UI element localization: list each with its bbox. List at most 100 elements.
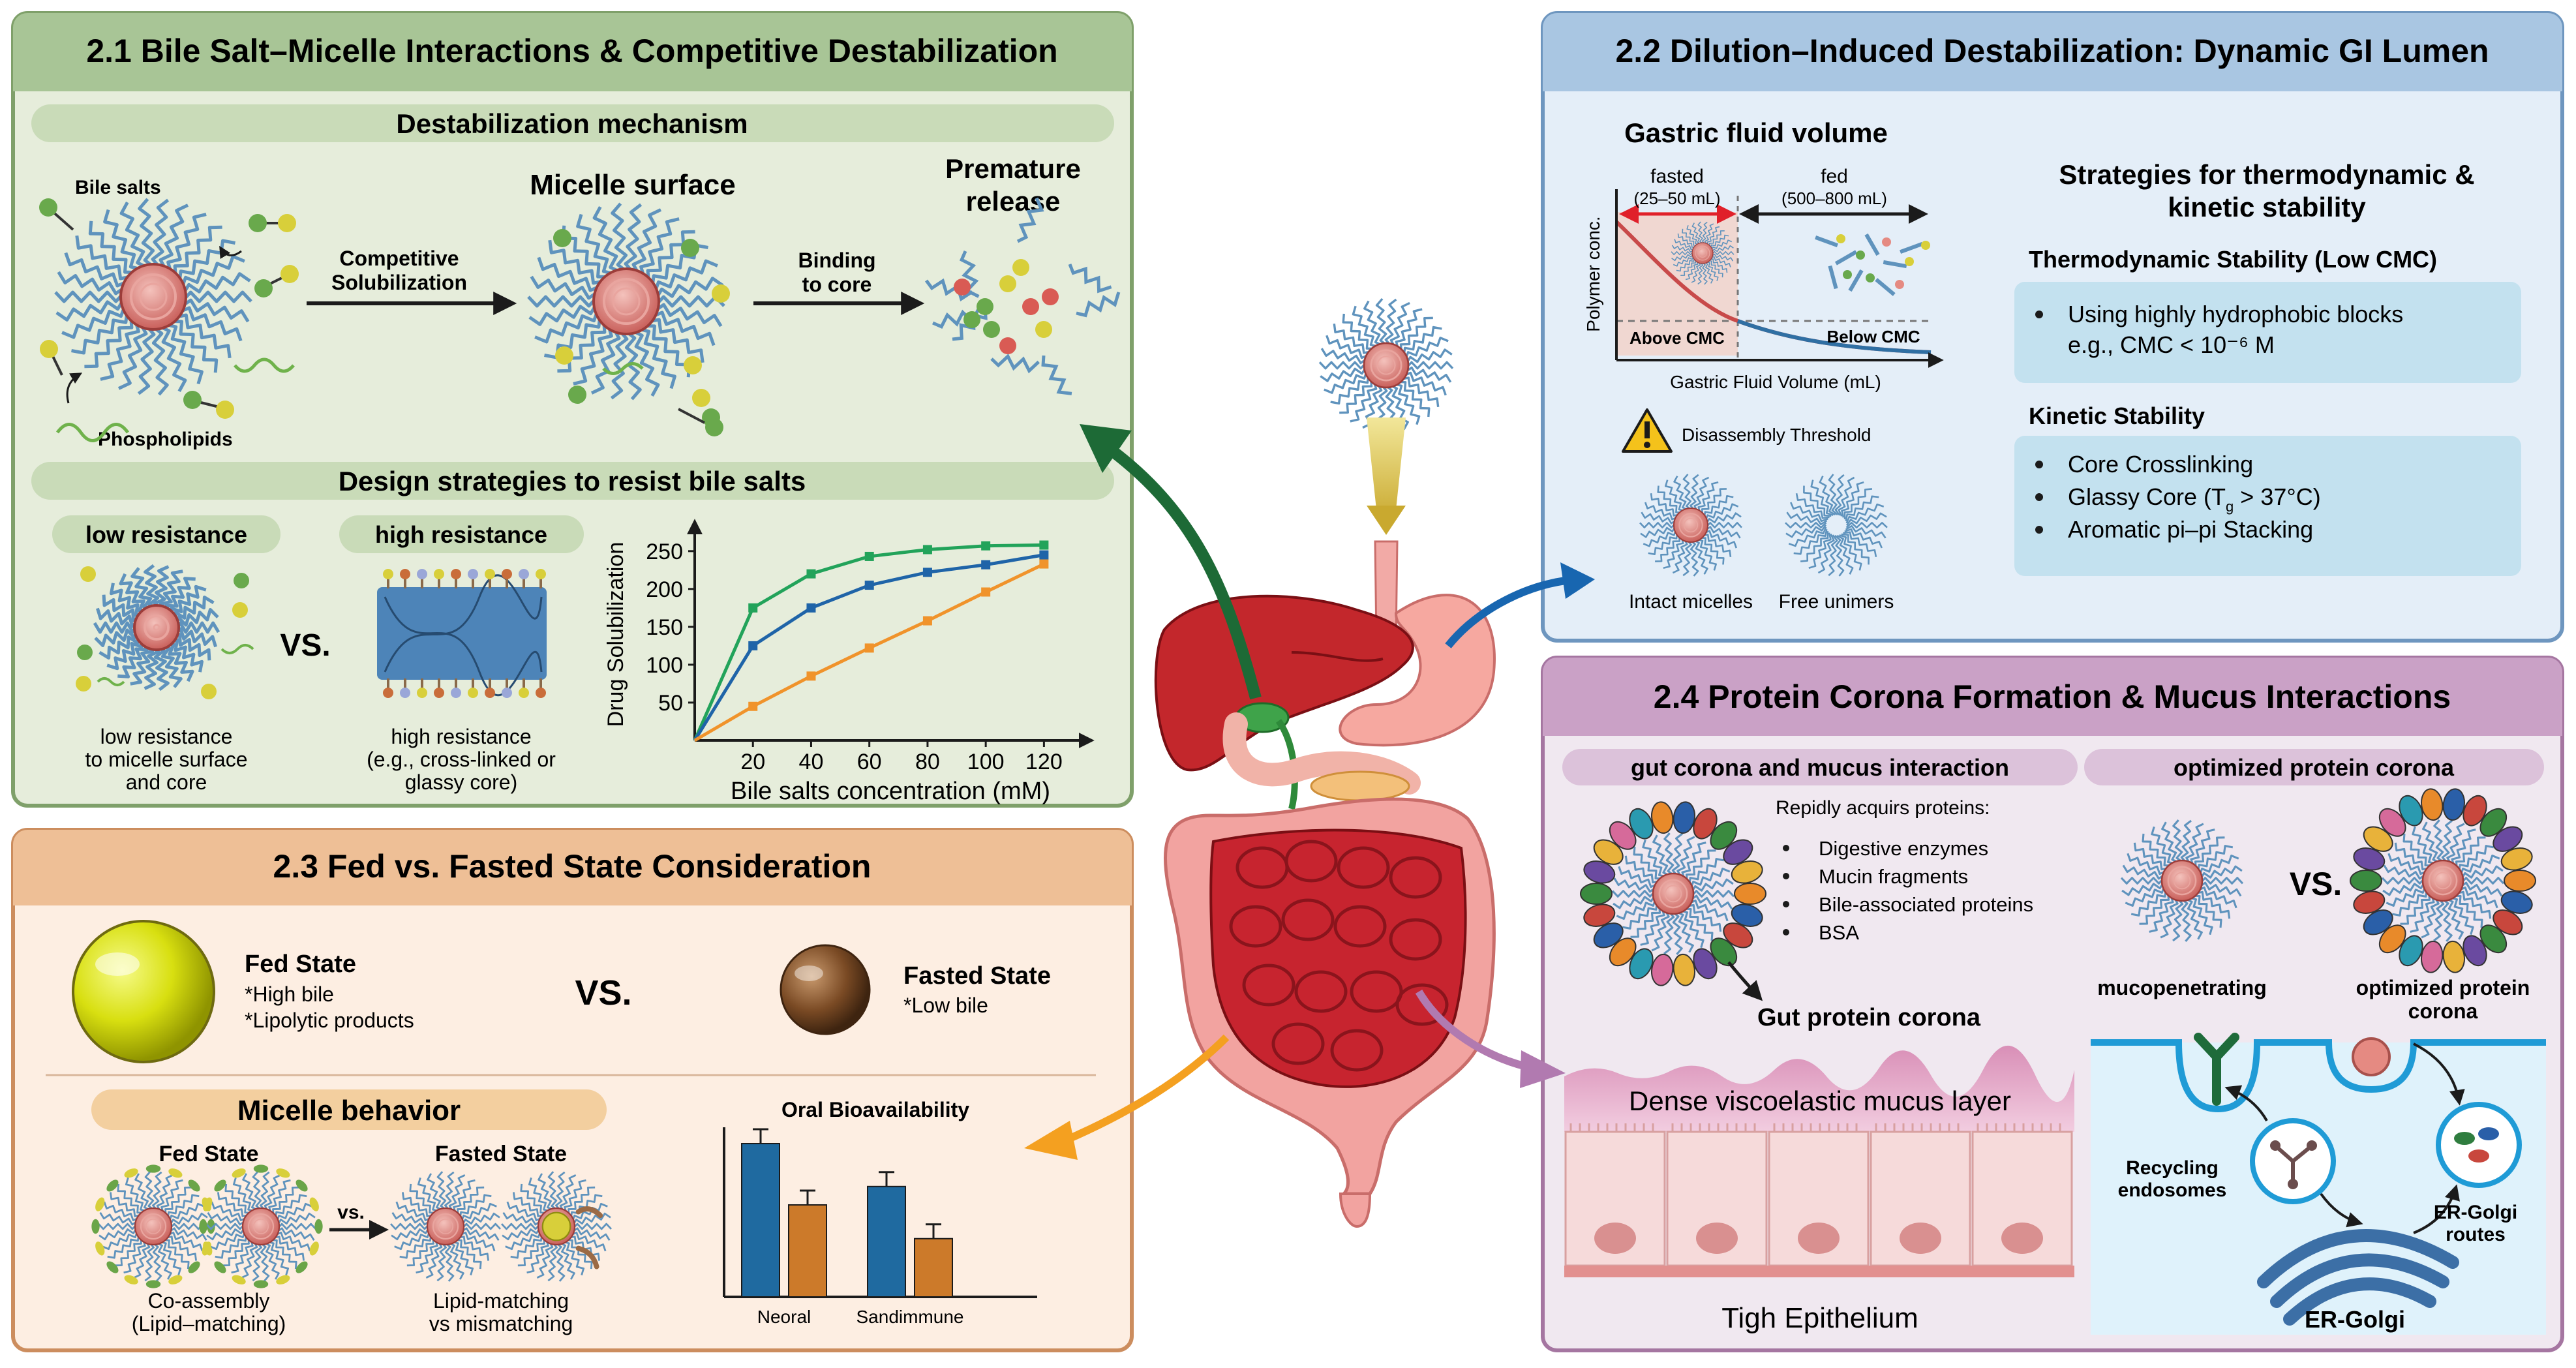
co-caption-2: (Lipid–matching) (132, 1312, 286, 1335)
mucus-label: Dense viscoelastic mucus layer (1629, 1086, 2011, 1116)
panel-4-title: 2.4 Protein Corona Formation & Mucus Int… (1654, 678, 2451, 715)
endosome-cargo-icon (2270, 1140, 2317, 1189)
series-point (864, 581, 874, 590)
light-beam (1367, 418, 1406, 522)
series-point (922, 568, 932, 577)
fed-unimers-small (1815, 233, 1930, 296)
protein-item-3: Bile-associated proteins (1819, 893, 2033, 916)
kinetic-item-1: Core Crosslinking (2068, 451, 2253, 478)
premature-label-1: Premature (945, 153, 1081, 184)
series-point (1039, 550, 1049, 560)
center-anatomy (1024, 297, 1595, 1228)
fed-state-subtitle: Fed State (159, 1142, 258, 1166)
bio-bar (914, 1238, 953, 1298)
free-unimers-star (1785, 474, 1888, 577)
x-tick-label: 120 (1025, 750, 1063, 774)
panel-3-header (13, 830, 1132, 905)
uptake-arrow (2413, 1042, 2465, 1106)
above-cmc-label: Above CMC (1629, 328, 1725, 348)
basement-membrane (1564, 1266, 2074, 1277)
receptor-icon (2194, 1033, 2239, 1106)
fed-item-2: *Lipolytic products (245, 1009, 414, 1032)
mucopenetrating-micelle (2120, 819, 2244, 942)
low-caption-1: low resistance (100, 725, 233, 748)
lm-caption-1: Lipid-matching (433, 1289, 569, 1313)
gut-corona-label: Gut protein corona (1757, 1004, 1981, 1031)
chart-y-label: Drug Solubilization (603, 542, 628, 727)
series-point (806, 603, 816, 613)
design-header: Design strategies to resist bile salts (339, 466, 806, 496)
er-routes-label-1: ER-Golgi (2434, 1202, 2517, 1223)
y-tick-label: 200 (646, 577, 683, 602)
kinetic-item-2: Glassy Core (Tg > 37°C) (2068, 483, 2321, 515)
golgi-route-arrow (2413, 1184, 2460, 1234)
thermo-item-1: Using highly hydrophobic blocks (2068, 301, 2403, 327)
crosslinked-membrane-illustration (377, 569, 547, 698)
gut-corona-proteins (1580, 801, 1766, 986)
series-point (748, 641, 758, 650)
recycling-label-2: endosomes (2118, 1179, 2227, 1201)
panel-3-title: 2.3 Fed vs. Fasted State Consideration (273, 848, 871, 885)
bio-category-label: Sandimmune (856, 1307, 964, 1327)
colon-arrow-head (1024, 1121, 1078, 1160)
intact-micelle (1639, 474, 1742, 577)
free-label: Free unimers (1779, 591, 1894, 613)
premature-label-2: release (966, 186, 1061, 217)
lm-caption-2: vs mismatching (429, 1312, 573, 1335)
y-tick-label: 150 (646, 615, 683, 640)
bio-bar (788, 1204, 827, 1298)
gastric-volume-chart (1614, 189, 1944, 368)
fasted-micelle-matching (389, 1171, 502, 1282)
series-point (981, 560, 991, 570)
optimized-corona-proteins (2350, 788, 2536, 973)
high-caption-1: high resistance (391, 725, 531, 748)
stomach-arrow-head (1560, 562, 1595, 599)
surface-bound-bile-salts (553, 229, 730, 436)
intestine-to-panel4-arrow (1415, 989, 1528, 1071)
low-caption-2: to micelle surface (85, 748, 248, 771)
duodenum (1222, 712, 1421, 795)
high-resistance-pill (339, 515, 584, 553)
fasted-label: fasted (1650, 166, 1704, 187)
phospholipids-label: Phospholipids (98, 429, 233, 450)
to-golgi-arrow (2320, 1193, 2363, 1228)
protein-item-4: BSA (1819, 921, 1859, 944)
epithelium-label: Tigh Epithelium (1721, 1302, 1918, 1334)
gastric-x-label: Gastric Fluid Volume (mL) (1670, 372, 1881, 392)
corona-pointer-arrow (1727, 961, 1763, 1001)
fed-label: fed (1821, 166, 1848, 187)
series-point (981, 541, 991, 551)
panel-1-title: 2.1 Bile Salt–Micelle Interactions & Com… (86, 33, 1057, 69)
thermo-bullet (2035, 311, 2043, 318)
mucopen-label: mucopenetrating (2097, 976, 2267, 999)
panel-protein-corona: 2.4 Protein Corona Formation & Mucus Int… (1541, 656, 2564, 1352)
above-cmc-region (1616, 212, 1738, 356)
bile-salts-label: Bile salts (75, 177, 161, 198)
liver-arrow-head (1080, 424, 1132, 473)
recycling-arrow (2224, 1085, 2268, 1121)
rectum (1339, 1193, 1372, 1228)
x-tick-label: 40 (799, 750, 824, 774)
bio-bar (741, 1143, 780, 1298)
optimized-label-2: corona (2408, 999, 2478, 1023)
right-header: optimized protein corona (2174, 754, 2455, 781)
thermo-box (2014, 282, 2521, 383)
series-point (922, 616, 932, 626)
acquires-label: Repidly acquirs proteins: (1776, 797, 1990, 819)
pancreas (1310, 770, 1410, 802)
competitive-label-1: Competitive (339, 247, 459, 270)
left-header: gut corona and mucus interaction (1631, 754, 2009, 781)
design-header-bar (31, 462, 1114, 500)
panel-dilution: 2.2 Dilution–Induced Destabilization: Dy… (1541, 11, 2564, 643)
micelle-with-bile-salts (54, 198, 252, 396)
fasted-state-ball (780, 944, 871, 1035)
kinetic-box (2014, 436, 2521, 576)
y-tick-label: 50 (658, 691, 683, 716)
fasted-item-1: *Low bile (903, 994, 988, 1017)
mucus-layer (1564, 1045, 2074, 1132)
low-resistance-pill (52, 515, 280, 553)
protein-item-2: Mucin fragments (1819, 865, 1968, 888)
competitive-label-2: Solubilization (331, 271, 467, 294)
